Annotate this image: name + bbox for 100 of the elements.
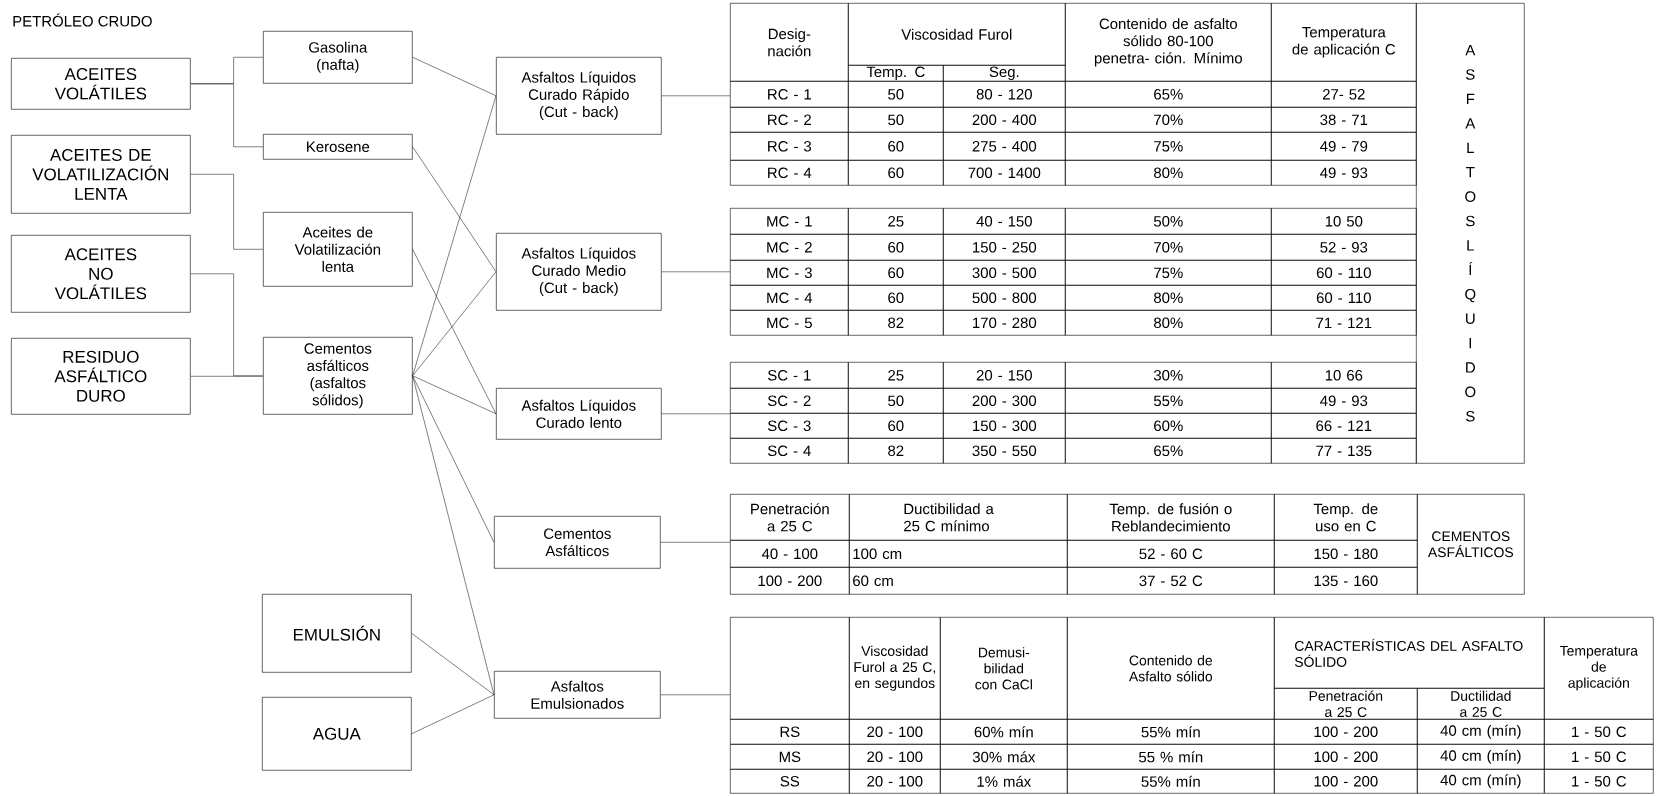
- table-cell: Contenido de Asfalto sólido: [1067, 617, 1275, 720]
- table-cell: 80%: [1065, 285, 1272, 311]
- table-cell: 40 cm (mín): [1417, 769, 1545, 794]
- table-cell: 49 - 93: [1271, 388, 1417, 414]
- table-cell: Ductilidad a 25 C: [1417, 688, 1545, 720]
- table-cell: RC - 4: [730, 160, 849, 186]
- table-cell: 75%: [1065, 132, 1272, 161]
- connector-line: [660, 542, 731, 543]
- table-cell: 25: [848, 208, 944, 235]
- table-cell: 275 - 400: [943, 132, 1066, 161]
- product-box: Aceites de Volatilización lenta: [263, 212, 413, 287]
- asphalt-type-box: Asfaltos Líquidos Curado Medio (Cut - back): [496, 233, 662, 311]
- table-cell: 150 - 250: [943, 234, 1066, 261]
- table-cell: MC - 2: [730, 234, 849, 261]
- table-cell: 60: [848, 285, 944, 311]
- table-cell: 20 - 100: [849, 744, 941, 770]
- table-cell: MC - 3: [730, 260, 849, 286]
- table-cell: 60: [848, 160, 944, 186]
- table-cell: 30%: [1065, 362, 1272, 389]
- table-cell: 38 - 71: [1271, 107, 1417, 133]
- table-cell: MC - 4: [730, 285, 849, 311]
- table-cell: 80%: [1065, 310, 1272, 336]
- table-cell: Temperatura de aplicación: [1544, 617, 1654, 720]
- connector-line: [412, 249, 497, 415]
- table-cell: 55% mín: [1067, 769, 1275, 794]
- table-cell: 20 - 100: [849, 769, 941, 794]
- table-cell: Viscosidad Furol a 25 C, en segundos: [849, 617, 941, 720]
- connector-line: [412, 271, 497, 377]
- table-cell: RS: [730, 719, 850, 745]
- connector-line: [190, 83, 264, 148]
- table-cell: Penetración a 25 C: [1274, 688, 1418, 720]
- table-cell: 1 - 50 C: [1544, 719, 1654, 745]
- product-box: Kerosene: [263, 134, 413, 160]
- product-box: AGUA: [262, 697, 412, 771]
- vertical-heading-cell: A S F A L T O S L Í Q U I D O S: [1416, 3, 1525, 464]
- asphalt-type-box: Asfaltos Líquidos Curado Rápido (Cut - back): [496, 57, 662, 135]
- table-cell: 10 66: [1271, 362, 1417, 389]
- product-box: Cementos asfálticos (asfaltos sólidos): [263, 337, 413, 415]
- table-cell: 60 - 110: [1271, 260, 1417, 286]
- table-cell: 500 - 800: [943, 285, 1066, 311]
- table-cell: 37 - 52 C: [1067, 567, 1275, 595]
- table-cell: 70%: [1065, 234, 1272, 261]
- table-cell: 40 cm (mín): [1417, 744, 1545, 770]
- material-box: ACEITES NO VOLÁTILES: [11, 235, 191, 313]
- table-cell: 50: [848, 388, 944, 414]
- table-cell: 60 cm: [849, 567, 1068, 595]
- diagram-title: PETRÓLEO CRUDO: [13, 13, 152, 27]
- table-cell: 55 % mín: [1067, 744, 1275, 770]
- table-cell: 170 - 280: [943, 310, 1066, 336]
- table-cell: 20 - 150: [943, 362, 1066, 389]
- table-cell: 80%: [1065, 160, 1272, 186]
- table-cell: 77 - 135: [1271, 438, 1417, 464]
- table-cell: 30% máx: [940, 744, 1068, 770]
- connector-line: [412, 57, 497, 97]
- table-cell: 350 - 550: [943, 438, 1066, 464]
- connector-line: [190, 273, 264, 377]
- table-cell: Desig- nación: [730, 3, 849, 82]
- table-cell: 52 - 60 C: [1067, 540, 1275, 568]
- table-cell: Temp. de uso en C: [1274, 494, 1418, 541]
- table-cell: Temp. de fusión o Reblandecimiento: [1067, 494, 1275, 541]
- table-cell: 1% máx: [940, 769, 1068, 794]
- connector-line: [190, 376, 264, 377]
- table-cell: 10 50: [1271, 208, 1417, 235]
- table-cell: 40 - 100: [730, 540, 850, 568]
- table-cell: 300 - 500: [943, 260, 1066, 286]
- table-cell: 60% mín: [940, 719, 1068, 745]
- table-cell: 135 - 160: [1274, 567, 1418, 595]
- connector-line: [661, 271, 731, 273]
- table-cell: 40 cm (mín): [1417, 719, 1545, 745]
- table-cell: 55%: [1065, 388, 1272, 414]
- table-cell: 50%: [1065, 208, 1272, 235]
- table-cell: Penetración a 25 C: [730, 494, 850, 541]
- table-cell: 150 - 180: [1274, 540, 1418, 568]
- material-box: ACEITES VOLÁTILES: [11, 58, 191, 110]
- asphalt-type-box: Asfaltos Emulsionados: [494, 671, 661, 719]
- table-cell: 20 - 100: [849, 719, 941, 745]
- connector-line: [412, 375, 495, 543]
- table-cell: CARACTERÍSTICAS DEL ASFALTO SÓLIDO: [1274, 617, 1545, 689]
- table-cell: SS: [730, 769, 850, 794]
- table-cell: 60: [848, 234, 944, 261]
- table-cell: 66 - 121: [1271, 413, 1417, 439]
- asphalt-type-box: Cementos Asfálticos: [494, 516, 661, 569]
- table-cell: Temperatura de aplicación C: [1271, 3, 1417, 82]
- connector-line: [661, 413, 731, 415]
- table-cell: 25: [848, 362, 944, 389]
- table-cell: 82: [848, 310, 944, 336]
- table-cell: 50: [848, 107, 944, 133]
- table-cell: 49 - 93: [1271, 160, 1417, 186]
- table-cell: Contenido de asfalto sólido 80-100 penetra- ción. Mínimo: [1065, 3, 1272, 82]
- connector-line: [411, 633, 495, 696]
- connector-line: [412, 95, 497, 377]
- connector-line: [412, 375, 497, 415]
- table-cell: 1 - 50 C: [1544, 744, 1654, 770]
- connector-line: [412, 375, 495, 696]
- table-cell: 100 - 200: [1274, 744, 1418, 770]
- table-cell: 100 cm: [849, 540, 1068, 568]
- table-cell: 71 - 121: [1271, 310, 1417, 336]
- table-cell: 200 - 400: [943, 107, 1066, 133]
- table-cell: 52 - 93: [1271, 234, 1417, 261]
- table-cell: 82: [848, 438, 944, 464]
